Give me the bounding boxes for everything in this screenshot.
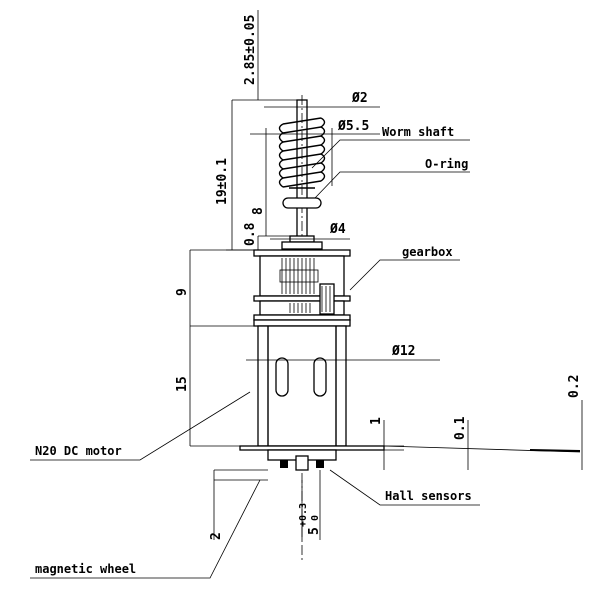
callout-labels: Worm shaft O-ring gearbox N20 DC motor H… — [35, 125, 472, 576]
dim-sensor-offset-sup: +0.3 — [298, 503, 309, 527]
dimension-lines — [30, 10, 583, 579]
dim-shaft-length: 19±0.1 — [215, 158, 230, 205]
label-worm-shaft: Worm shaft — [382, 125, 454, 139]
dim-sensor-gap: 0.1 — [453, 416, 468, 440]
label-motor: N20 DC motor — [35, 444, 122, 458]
shaft-collar — [281, 235, 323, 250]
label-gearbox: gearbox — [402, 245, 453, 259]
dim-motor-dia: Ø12 — [391, 344, 415, 359]
dim-gearbox-height: 9 — [175, 288, 190, 296]
hall-sensor-assembly — [267, 449, 337, 471]
dim-collar-dia: Ø4 — [329, 222, 346, 237]
dim-wheel-height: 2 — [209, 532, 224, 540]
dim-shaft-top: 2.85±0.05 — [243, 15, 258, 85]
dim-sensor-offset-sub: 0 — [310, 515, 321, 521]
dim-pcb-thickness: 0.2 — [567, 375, 582, 398]
dim-worm-length: 8 — [251, 207, 266, 215]
dim-motor-height: 15 — [175, 376, 190, 392]
label-magnetic-wheel: magnetic wheel — [35, 562, 136, 576]
label-hall-sensors: Hall sensors — [385, 489, 472, 503]
dim-shaft-dia: Ø2 — [351, 91, 368, 106]
gearbox-body — [253, 249, 351, 321]
dim-flange-height: 1 — [369, 417, 384, 425]
label-o-ring: O-ring — [425, 157, 468, 171]
n20-motor-body — [253, 319, 351, 447]
dimension-labels: 2.85±0.05 Ø2 Ø5.5 19±0.1 8 0.8 Ø4 9 Ø12 … — [175, 15, 582, 540]
dim-collar-height: 0.8 — [243, 222, 258, 246]
dim-sensor-offset: 5 — [307, 527, 322, 535]
o-ring — [282, 197, 322, 209]
dim-worm-dia: Ø5.5 — [337, 119, 369, 134]
